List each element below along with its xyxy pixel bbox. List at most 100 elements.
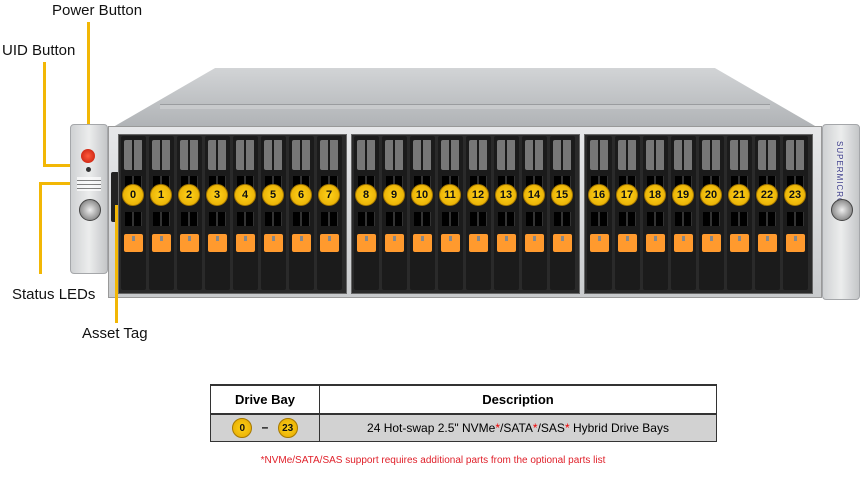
drive-bay[interactable] xyxy=(494,136,519,290)
drive-release-tab[interactable] xyxy=(236,234,255,252)
drive-release-tab[interactable] xyxy=(702,234,721,252)
drive-release-tab[interactable] xyxy=(385,234,404,252)
drive-vent xyxy=(293,212,310,226)
drive-bay-table: Drive Bay Description 0 – 23 24 Hot-swap… xyxy=(210,384,717,442)
drive-bay[interactable] xyxy=(382,136,407,290)
bay-number-badge: 1 xyxy=(150,184,172,206)
power-callout-line xyxy=(87,22,90,150)
drive-bay[interactable] xyxy=(727,136,752,290)
bay-number-badge: 13 xyxy=(495,184,517,206)
drive-bay[interactable] xyxy=(149,136,174,290)
drive-release-tab[interactable] xyxy=(730,234,749,252)
drive-vent xyxy=(591,212,608,226)
drive-release-tab[interactable] xyxy=(208,234,227,252)
drive-grill xyxy=(553,140,572,170)
drive-bay[interactable] xyxy=(121,136,146,290)
drive-release-tab[interactable] xyxy=(413,234,432,252)
drive-release-tab[interactable] xyxy=(646,234,665,252)
drive-grill xyxy=(208,140,227,170)
drive-release-tab[interactable] xyxy=(124,234,143,252)
drive-bay[interactable] xyxy=(550,136,575,290)
drive-release-tab[interactable] xyxy=(292,234,311,252)
drive-bay[interactable] xyxy=(317,136,342,290)
drive-grill xyxy=(646,140,665,170)
drive-vent xyxy=(125,212,142,226)
asterisk: * xyxy=(564,421,570,435)
bay-number-badge: 2 xyxy=(178,184,200,206)
drive-bay[interactable] xyxy=(671,136,696,290)
drive-bay[interactable] xyxy=(438,136,463,290)
power-button[interactable] xyxy=(81,149,95,163)
drive-vent xyxy=(358,212,375,226)
bay-number-badge: 17 xyxy=(616,184,638,206)
drive-vent xyxy=(265,212,282,226)
drive-grill xyxy=(320,140,339,170)
uid-button[interactable] xyxy=(86,167,91,172)
drive-bay[interactable] xyxy=(233,136,258,290)
drive-bay[interactable] xyxy=(587,136,612,290)
bay-number-badge: 9 xyxy=(383,184,405,206)
drive-vent xyxy=(619,212,636,226)
uid-callout-line-h xyxy=(43,164,85,167)
drive-release-tab[interactable] xyxy=(497,234,516,252)
footnote: *NVMe/SATA/SAS support requires addition… xyxy=(260,455,606,466)
drive-bay[interactable] xyxy=(755,136,780,290)
bay-number-badge: 15 xyxy=(551,184,573,206)
drive-release-tab[interactable] xyxy=(152,234,171,252)
drive-release-tab[interactable] xyxy=(786,234,805,252)
drive-grill xyxy=(413,140,432,170)
bay-number-badge: 18 xyxy=(644,184,666,206)
brand-logo: SUPERMICRO xyxy=(835,141,844,206)
drive-release-tab[interactable] xyxy=(469,234,488,252)
drive-release-tab[interactable] xyxy=(618,234,637,252)
bay-number-badge: 23 xyxy=(784,184,806,206)
drive-release-tab[interactable] xyxy=(441,234,460,252)
drive-bay[interactable] xyxy=(466,136,491,290)
drive-grill xyxy=(124,140,143,170)
drive-release-tab[interactable] xyxy=(525,234,544,252)
drive-release-tab[interactable] xyxy=(590,234,609,252)
drive-release-tab[interactable] xyxy=(357,234,376,252)
asterisk: * xyxy=(495,421,501,435)
power-button-label: Power Button xyxy=(52,2,143,19)
drive-bay[interactable] xyxy=(289,136,314,290)
drive-vent xyxy=(321,212,338,226)
drive-bay[interactable] xyxy=(615,136,640,290)
right-ear: SUPERMICRO xyxy=(822,124,860,300)
drive-bay[interactable] xyxy=(205,136,230,290)
bay-number-badge: 8 xyxy=(355,184,377,206)
bay-number-badge: 21 xyxy=(728,184,750,206)
drive-bay[interactable] xyxy=(643,136,668,290)
drive-release-tab[interactable] xyxy=(320,234,339,252)
bay-number-badge: 12 xyxy=(467,184,489,206)
drive-bay[interactable] xyxy=(177,136,202,290)
drive-grill xyxy=(441,140,460,170)
drive-release-tab[interactable] xyxy=(264,234,283,252)
header-drive-bay: Drive Bay xyxy=(210,384,320,415)
bay-number-badge: 11 xyxy=(439,184,461,206)
drive-release-tab[interactable] xyxy=(674,234,693,252)
bay-number-badge: 22 xyxy=(756,184,778,206)
bay-number-badge: 5 xyxy=(262,184,284,206)
drive-release-tab[interactable] xyxy=(758,234,777,252)
drive-vent xyxy=(647,212,664,226)
drive-grill xyxy=(525,140,544,170)
bay-badge-to: 23 xyxy=(277,418,298,438)
drive-bay[interactable] xyxy=(261,136,286,290)
drive-release-tab[interactable] xyxy=(180,234,199,252)
asset-tag[interactable] xyxy=(111,172,119,222)
bay-number-badge: 4 xyxy=(234,184,256,206)
drive-release-tab[interactable] xyxy=(553,234,572,252)
drive-bay[interactable] xyxy=(410,136,435,290)
status-leds xyxy=(77,177,101,191)
drive-bay[interactable] xyxy=(354,136,379,290)
drive-grill xyxy=(357,140,376,170)
chassis-top-cover xyxy=(108,68,822,130)
drive-bay[interactable] xyxy=(522,136,547,290)
asset-tag-label: Asset Tag xyxy=(82,325,148,342)
drive-bay[interactable] xyxy=(699,136,724,290)
drive-vent xyxy=(209,212,226,226)
status-callout-line-h xyxy=(39,182,73,185)
uid-button-label: UID Button xyxy=(2,42,76,59)
drive-bay[interactable] xyxy=(783,136,808,290)
